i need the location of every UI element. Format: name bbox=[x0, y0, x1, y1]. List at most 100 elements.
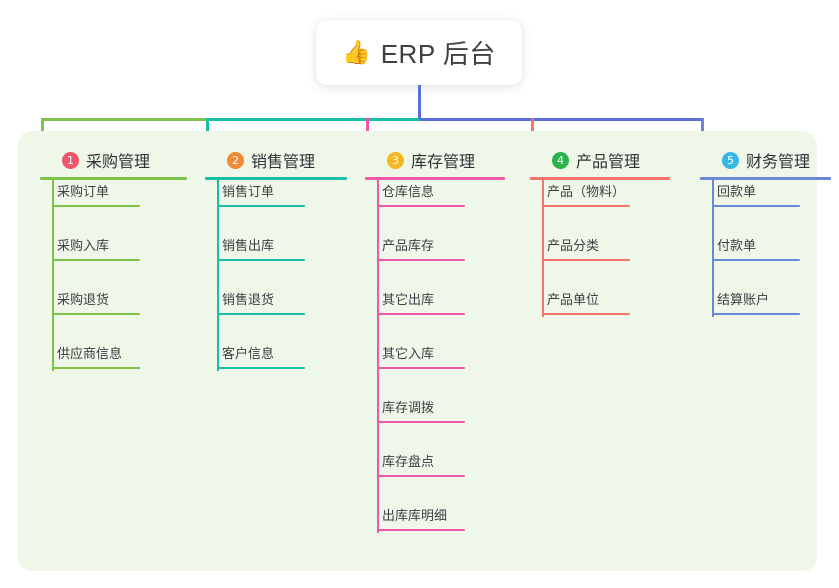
connector-bar-segment-3 bbox=[419, 118, 704, 121]
leaf-rule bbox=[377, 367, 465, 369]
leaf-label: 采购订单 bbox=[57, 184, 110, 199]
leaf-label: 其它出库 bbox=[382, 292, 435, 307]
leaf-node[interactable]: 客户信息 bbox=[217, 339, 305, 369]
leaf-node[interactable]: 产品（物料） bbox=[542, 177, 630, 207]
leaf-label: 其它入库 bbox=[382, 346, 435, 361]
leaf-rule bbox=[52, 205, 140, 207]
leaf-node[interactable]: 库存调拨 bbox=[377, 393, 465, 423]
leaf-label: 销售退货 bbox=[222, 292, 275, 307]
leaf-label: 付款单 bbox=[717, 238, 757, 253]
column-title-1: 采购管理 bbox=[86, 154, 151, 171]
leaf-label: 销售出库 bbox=[222, 238, 275, 253]
leaf-node[interactable]: 供应商信息 bbox=[52, 339, 140, 369]
leaf-label: 库存调拨 bbox=[382, 400, 435, 415]
connector-bar-segment-2 bbox=[206, 118, 419, 121]
leaf-node[interactable]: 出库库明细 bbox=[377, 501, 465, 531]
leaf-node[interactable]: 销售出库 bbox=[217, 231, 305, 261]
leaf-label: 出库库明细 bbox=[382, 508, 448, 523]
column-badge-1: 1 bbox=[62, 151, 79, 169]
leaf-label: 采购入库 bbox=[57, 238, 110, 253]
root-title: ERP 后台 bbox=[380, 39, 496, 69]
column-rule-1 bbox=[40, 177, 187, 180]
leaf-label: 销售订单 bbox=[222, 184, 275, 199]
leaf-label: 产品分类 bbox=[547, 238, 600, 253]
leaf-rule bbox=[377, 205, 465, 207]
column-badge-5: 5 bbox=[722, 151, 739, 169]
column-rule-4 bbox=[530, 177, 670, 180]
column-rule-2 bbox=[205, 177, 347, 180]
thumbs-up-icon: 👍 bbox=[342, 39, 371, 65]
leaf-rule bbox=[217, 205, 305, 207]
leaf-node[interactable]: 回款单 bbox=[712, 177, 800, 207]
column-spine-3 bbox=[377, 179, 379, 533]
column-header-1[interactable]: 1 采购管理 bbox=[40, 145, 150, 175]
leaf-node[interactable]: 结算账户 bbox=[712, 285, 800, 315]
column-title-3: 库存管理 bbox=[411, 154, 476, 171]
leaf-label: 仓库信息 bbox=[382, 184, 435, 199]
leaf-node[interactable]: 销售订单 bbox=[217, 177, 305, 207]
leaf-rule bbox=[542, 259, 630, 261]
leaf-node[interactable]: 销售退货 bbox=[217, 285, 305, 315]
leaf-rule bbox=[52, 313, 140, 315]
leaf-label: 产品库存 bbox=[382, 238, 435, 253]
leaf-node[interactable]: 产品库存 bbox=[377, 231, 465, 261]
column-header-2[interactable]: 2 销售管理 bbox=[205, 145, 315, 175]
column-badge-2: 2 bbox=[227, 151, 244, 169]
leaf-node[interactable]: 其它出库 bbox=[377, 285, 465, 315]
column-rule-3 bbox=[365, 177, 505, 180]
branch-column-5: 5 财务管理回款单付款单结算账户 bbox=[700, 145, 831, 317]
leaf-rule bbox=[712, 205, 800, 207]
leaf-label: 回款单 bbox=[717, 184, 757, 199]
leaf-rule bbox=[377, 259, 465, 261]
branch-column-3: 3 库存管理仓库信息产品库存其它出库其它入库库存调拨库存盘点出库库明细 bbox=[365, 145, 505, 533]
leaf-label: 库存盘点 bbox=[382, 454, 435, 469]
leaf-node[interactable]: 产品单位 bbox=[542, 285, 630, 315]
leaf-node[interactable]: 仓库信息 bbox=[377, 177, 465, 207]
branch-column-2: 2 销售管理销售订单销售出库销售退货客户信息 bbox=[205, 145, 347, 371]
leaf-label: 采购退货 bbox=[57, 292, 110, 307]
leaf-node[interactable]: 库存盘点 bbox=[377, 447, 465, 477]
leaf-rule bbox=[712, 313, 800, 315]
leaf-rule bbox=[217, 259, 305, 261]
leaf-rule bbox=[542, 205, 630, 207]
leaf-rule bbox=[377, 313, 465, 315]
leaf-node[interactable]: 采购入库 bbox=[52, 231, 140, 261]
column-header-5[interactable]: 5 财务管理 bbox=[700, 145, 810, 175]
leaf-label: 产品单位 bbox=[547, 292, 600, 307]
branch-column-1: 1 采购管理采购订单采购入库采购退货供应商信息 bbox=[40, 145, 187, 371]
leaf-rule bbox=[712, 259, 800, 261]
root-node[interactable]: 👍 ERP 后台 bbox=[316, 20, 522, 85]
column-header-3[interactable]: 3 库存管理 bbox=[365, 145, 475, 175]
column-spine-1 bbox=[52, 179, 54, 371]
leaf-rule bbox=[52, 259, 140, 261]
column-rule-5 bbox=[700, 177, 831, 180]
leaf-rule bbox=[377, 529, 465, 531]
leaf-rule bbox=[217, 367, 305, 369]
leaf-node[interactable]: 其它入库 bbox=[377, 339, 465, 369]
column-badge-3: 3 bbox=[387, 151, 404, 169]
column-title-2: 销售管理 bbox=[251, 154, 316, 171]
column-spine-5 bbox=[712, 179, 714, 317]
connector-bar-segment-1 bbox=[41, 118, 206, 121]
column-spine-2 bbox=[217, 179, 219, 371]
leaf-label: 客户信息 bbox=[222, 346, 275, 361]
leaf-rule bbox=[377, 421, 465, 423]
leaf-rule bbox=[52, 367, 140, 369]
leaf-label: 供应商信息 bbox=[57, 346, 123, 361]
leaf-node[interactable]: 采购订单 bbox=[52, 177, 140, 207]
leaf-label: 结算账户 bbox=[717, 292, 770, 307]
leaf-node[interactable]: 付款单 bbox=[712, 231, 800, 261]
leaf-node[interactable]: 采购退货 bbox=[52, 285, 140, 315]
column-title-5: 财务管理 bbox=[746, 154, 811, 171]
leaf-rule bbox=[377, 475, 465, 477]
branch-panel: 1 采购管理采购订单采购入库采购退货供应商信息 2 销售管理销售订单销售出库销售退货客… bbox=[18, 131, 831, 571]
column-title-4: 产品管理 bbox=[576, 154, 641, 171]
leaf-label: 产品（物料） bbox=[547, 184, 626, 199]
leaf-node[interactable]: 产品分类 bbox=[542, 231, 630, 261]
column-spine-4 bbox=[542, 179, 544, 317]
leaf-rule bbox=[217, 313, 305, 315]
root-trunk-line bbox=[418, 85, 421, 121]
